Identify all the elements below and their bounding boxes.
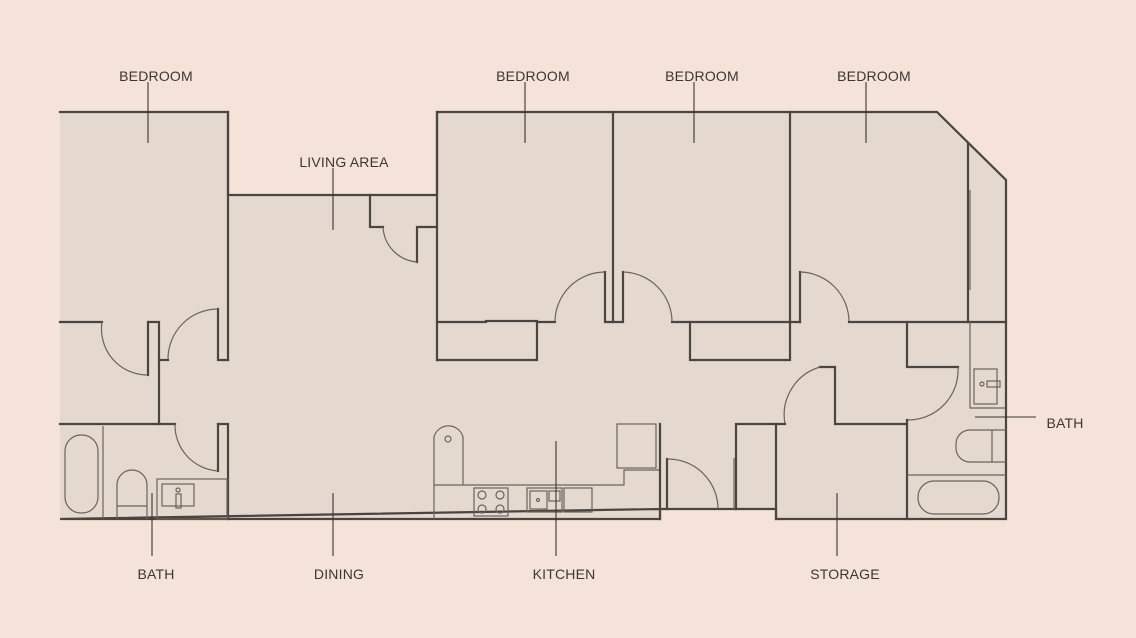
label-storage: STORAGE <box>810 566 880 582</box>
label-bedroom-2: BEDROOM <box>496 68 570 84</box>
bath-left-fixtures <box>58 422 230 521</box>
label-bedroom-3: BEDROOM <box>665 68 739 84</box>
label-living-area: LIVING AREA <box>299 154 389 170</box>
label-kitchen: KITCHEN <box>532 566 596 582</box>
bath-right-storage-walls <box>774 320 1006 521</box>
label-bath-right: BATH <box>1046 415 1084 431</box>
closet-living <box>368 193 439 264</box>
label-bedroom-1: BEDROOM <box>119 68 193 84</box>
bedrooms-middle-walls <box>435 110 802 362</box>
label-leaders <box>147 82 1036 556</box>
kitchen-fixtures <box>433 422 662 521</box>
label-bath-left: BATH <box>137 566 175 582</box>
bedroom-right-walls <box>798 141 1008 324</box>
hall-closet <box>665 422 778 511</box>
label-bedroom-4: BEDROOM <box>837 68 911 84</box>
label-dining: DINING <box>313 566 365 582</box>
floor-area <box>60 112 1006 519</box>
bedroom-left-walls <box>58 110 230 426</box>
